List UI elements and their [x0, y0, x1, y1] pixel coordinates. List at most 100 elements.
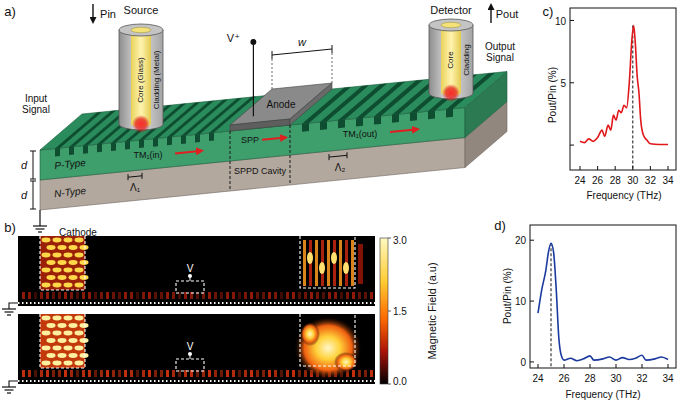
field-lobe [42, 268, 51, 273]
ground-plane [18, 380, 375, 382]
axis-tick [570, 145, 574, 146]
fiber-core [441, 25, 461, 93]
field-lobe [343, 262, 349, 274]
field-streak [327, 240, 330, 286]
field-speckle [298, 370, 301, 377]
grating-groove [338, 120, 345, 129]
field-speckle [88, 292, 91, 299]
field-speckle [118, 292, 121, 299]
axis-tick [580, 166, 581, 170]
field-lobe [319, 262, 325, 274]
colorbar-tick: 3.0 [393, 235, 407, 246]
waveguide-field [40, 314, 85, 368]
field-speckle [370, 292, 373, 299]
field-speckle [76, 370, 79, 377]
region-outline [300, 236, 355, 288]
field-speckle [166, 370, 169, 377]
fiber-outline [473, 25, 474, 93]
field-lobe [53, 331, 62, 336]
dimension-label: d [21, 189, 27, 201]
thickness-bracket [30, 181, 36, 182]
axis-tick [570, 20, 574, 21]
field-speckle [286, 370, 289, 377]
fiber-core [131, 30, 151, 124]
axis-tick-label: 10 [515, 296, 526, 307]
part-label: Source [124, 4, 159, 16]
field-speckle [244, 370, 247, 377]
field-speckle [358, 370, 361, 377]
field-lobe [42, 238, 51, 243]
field-speckle [34, 292, 37, 299]
field-speckle [262, 370, 265, 377]
field-lobe [47, 323, 56, 328]
colorbar-tick: 0.0 [393, 376, 407, 387]
field-speckle [274, 370, 277, 377]
grating-groove [55, 112, 102, 149]
axis-tick-label: 20 [515, 235, 526, 246]
field-speckle [160, 292, 163, 299]
signal-name: Pin [100, 8, 116, 20]
field-lobe [42, 346, 51, 351]
ground-wire [9, 303, 18, 309]
grating-groove [97, 144, 102, 153]
material-label: Core [447, 51, 456, 68]
light-spot [442, 84, 460, 102]
period-bracket [128, 176, 142, 177]
plot-frame [570, 8, 676, 170]
field-speckle [292, 370, 295, 377]
field-speckle [256, 370, 259, 377]
colorbar-tick: 1.5 [393, 306, 407, 317]
field-speckle [106, 370, 109, 377]
width-bracket [272, 49, 332, 55]
fiber-cladding [429, 25, 473, 93]
field-speckle [232, 370, 235, 377]
axis-tick [668, 166, 669, 170]
region-outline [300, 314, 355, 366]
grating-groove [55, 148, 60, 157]
ground-plane [18, 302, 375, 304]
field-lobe [53, 268, 62, 273]
mode-label: SPP [241, 136, 259, 146]
axis-tick [650, 166, 651, 170]
field-speckle [262, 292, 265, 299]
period-bracket [128, 174, 129, 180]
field-speckle [100, 292, 103, 299]
field-lobe [64, 331, 73, 336]
fiber-core-top [131, 27, 151, 32]
axis-title: Frequency (THz) [586, 190, 661, 201]
field-speckle [82, 370, 85, 377]
thickness-bracket [30, 209, 36, 210]
input-power-arrow [92, 4, 93, 22]
source-fiber [119, 24, 163, 133]
panel-letter: d) [494, 219, 506, 233]
grating-groove [83, 145, 88, 154]
field-speckle [22, 292, 25, 299]
cavity-divider [290, 125, 291, 185]
axis-title: Pout/Pin (%) [547, 67, 558, 123]
spectrum-curve [580, 25, 668, 144]
field-speckle [232, 292, 235, 299]
field-map [2, 314, 375, 393]
bias-wire [190, 356, 191, 359]
fiber-outline [119, 30, 120, 124]
field-lobe [53, 283, 62, 288]
field-speckle [226, 292, 229, 299]
field-speckle [58, 292, 61, 299]
field-speckle [52, 370, 55, 377]
field-speckle [148, 292, 151, 299]
axis-tick [642, 364, 643, 368]
ground-bar [7, 314, 11, 315]
field-speckle [346, 292, 349, 299]
part-label: Detector [430, 4, 472, 16]
field-speckle [100, 370, 103, 377]
panel-letter: c) [543, 5, 554, 19]
field-lobe [69, 245, 78, 250]
axis-tick-label: 26 [592, 175, 603, 186]
field-streak [315, 240, 318, 286]
field-speckle [358, 292, 361, 299]
field-lobe [80, 338, 89, 343]
grating-groove [374, 116, 381, 125]
axis-tick-label: 5 [560, 78, 566, 89]
detector-fiber [429, 19, 473, 102]
colorbar-tick [388, 384, 391, 385]
